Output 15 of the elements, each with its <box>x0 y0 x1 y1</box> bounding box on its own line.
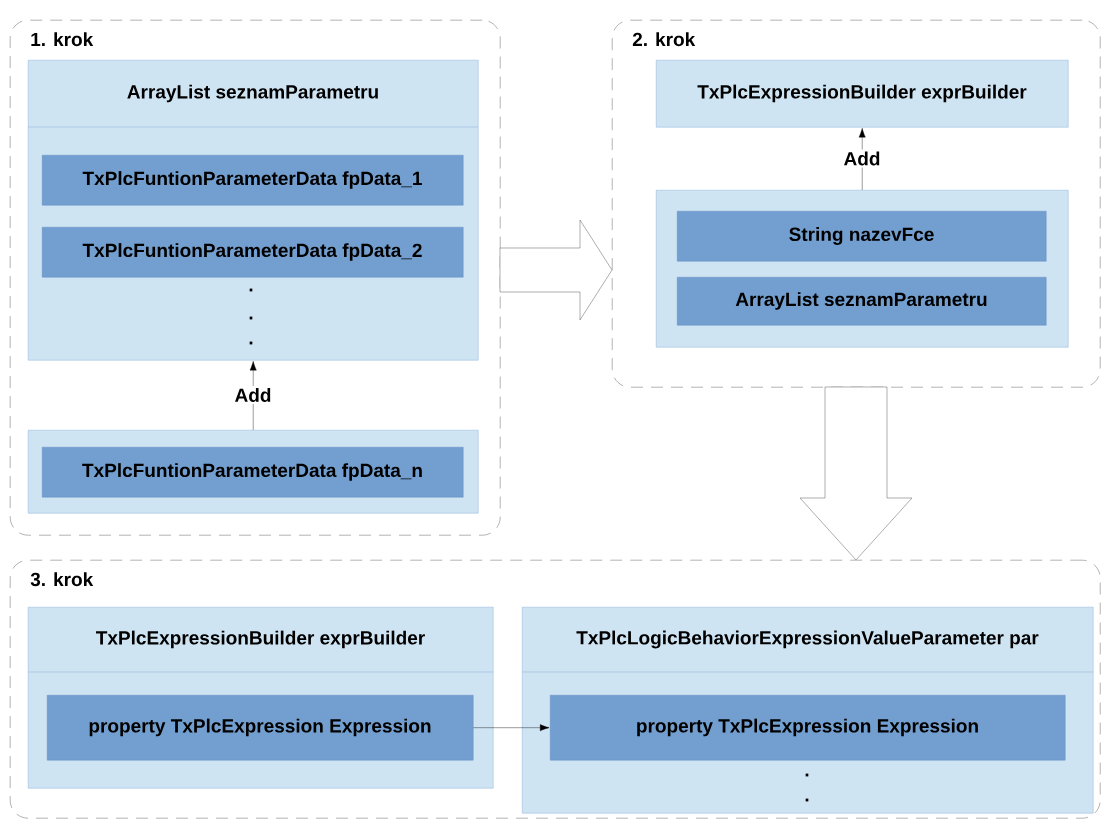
field-box: TxPlcFuntionParameterData fpData_2 <box>42 227 464 278</box>
field-box: TxPlcFuntionParameterData fpData_1 <box>42 155 464 206</box>
field-box: String nazevFce <box>677 211 1047 262</box>
field-box: property TxPlcExpression Expression <box>550 695 1066 761</box>
field-box: property TxPlcExpression Expression <box>47 695 474 761</box>
block-arrow <box>499 219 613 321</box>
arrow <box>249 361 257 431</box>
block-arrow <box>799 386 913 561</box>
edge-label: Add <box>232 386 274 404</box>
arrow <box>473 724 550 732</box>
arrow <box>858 128 866 191</box>
edge-label: Add <box>841 149 883 168</box>
field-box: ArrayList seznamParametru <box>677 277 1047 326</box>
class-box: TxPlcExpressionBuilder exprBuilder <box>656 60 1069 128</box>
field-box: TxPlcFuntionParameterData fpData_n <box>42 447 464 498</box>
